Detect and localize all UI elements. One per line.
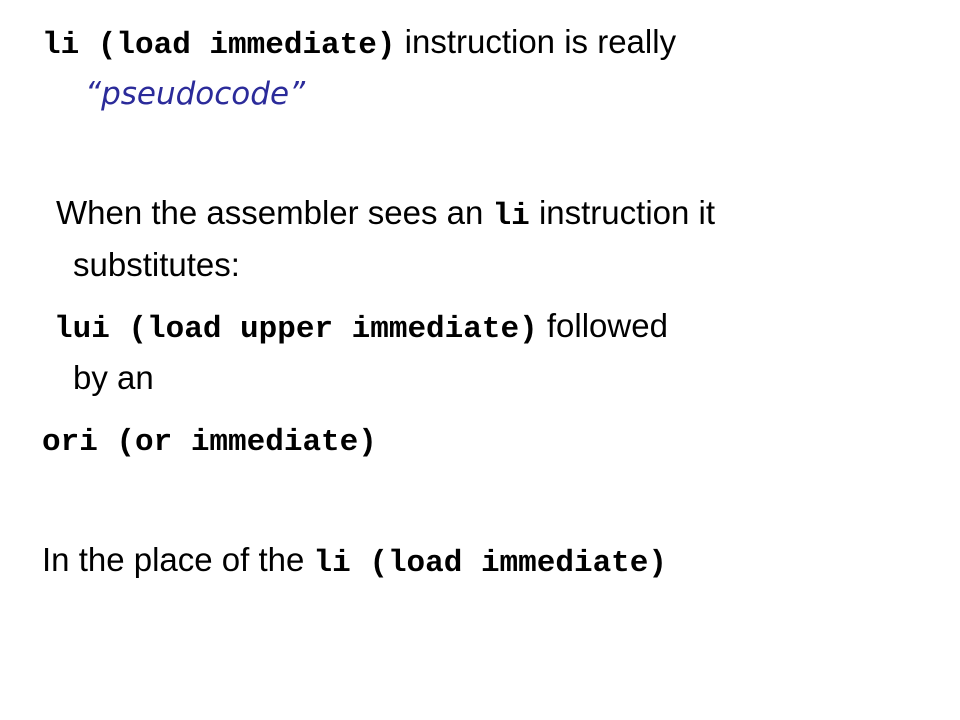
quote-open: “ [85,76,102,112]
line-substitutes: substitutes: [73,246,240,284]
text-followed: followed [537,307,668,344]
code-lui-load-upper-immediate: lui (load upper immediate) [54,312,538,347]
line-li-pseudo: li (load immediate) instruction is reall… [42,23,676,65]
text-substitutes: substitutes: [73,246,240,283]
code-li: li [492,199,530,234]
line-in-the-place: In the place of the li (load immediate) [42,541,667,583]
text-when-assembler: When the assembler sees an [56,194,493,231]
quote-close: ” [289,76,306,112]
code-ori-or-immediate: ori (or immediate) [42,425,377,460]
term-pseudocode: pseudocode [101,76,290,112]
line-ori: ori (or immediate) [42,420,377,462]
text-by-an: by an [73,359,154,396]
line-by-an: by an [73,359,154,397]
line-lui: lui (load upper immediate) followed [54,307,668,349]
text-instruction-is-really: instruction is really [395,23,677,60]
line-pseudocode: “pseudocode” [85,74,305,113]
code-li-load-immediate-2: li (load immediate) [313,546,667,581]
text-in-the-place: In the place of the [42,541,314,578]
text-instruction-it: instruction it [529,194,716,231]
code-li-load-immediate: li (load immediate) [42,28,396,63]
line-assembler-sees: When the assembler sees an li instructio… [56,194,715,236]
